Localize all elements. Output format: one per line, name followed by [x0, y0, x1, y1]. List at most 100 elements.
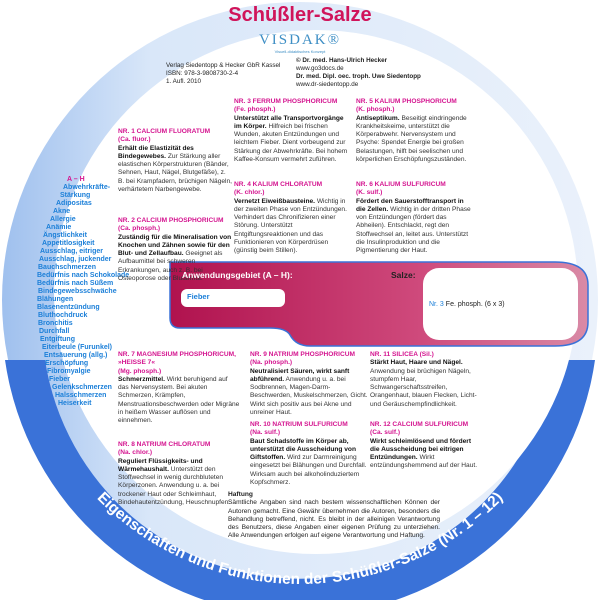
logo-tagline: Visuell-didaktisches Konzept	[274, 49, 326, 54]
salt-abbr: (K. phosph.)	[356, 106, 395, 114]
indication-item[interactable]: Bronchitis	[38, 320, 73, 327]
salt-block: NR. 3 FERRUM PHOSPHORICUM(Fe. phosph.)Un…	[234, 98, 352, 164]
author-info: © Dr. med. Hans-Ulrich Hecker www.go3doc…	[296, 57, 421, 89]
salt-lead: Zuständig für die Mineralisation von Kno…	[118, 233, 232, 258]
indication-field[interactable]: Fieber	[181, 289, 285, 307]
salt-title: NR. 5 KALIUM PHOSPHORICUM	[356, 98, 457, 105]
author-2-link[interactable]: www.dr-siedentopp.de	[296, 81, 359, 88]
result-text: Fe. phosph. (6 x 3)	[445, 300, 505, 308]
isbn: ISBN: 978-3-9808730-2-4	[166, 70, 239, 77]
salt-title: NR. 12 CALCIUM SULFURICUM	[370, 421, 469, 428]
indication-item[interactable]: Anämie	[46, 224, 72, 231]
salt-body: Anwendung u. a. bei Sodbrennen, Magen-Da…	[250, 375, 368, 417]
salt-title: NR. 4 KALIUM CHLORATUM	[234, 181, 323, 188]
salt-block: NR. 4 KALIUM CHLORATUM(K. chlor.)Vernetz…	[234, 181, 352, 256]
index-header: A – H	[67, 176, 85, 183]
indication-item[interactable]: Adipositas	[56, 200, 92, 207]
salt-block: NR. 1 CALCIUM FLUORATUM(Ca. fluor.)Erhäl…	[118, 128, 232, 194]
salt-body: Unterstützt den Stoffwechsel in wenig du…	[118, 465, 231, 507]
indication-item[interactable]: Ausschlag, eitriger	[40, 248, 104, 255]
salt-block: NR. 5 KALIUM PHOSPHORICUM(K. phosph.)Ant…	[356, 98, 472, 164]
indication-item[interactable]: Bedürfnis nach Süßem	[37, 280, 114, 287]
salt-block: NR. 2 CALCIUM PHOSPHORICUM(Ca. phosph.)Z…	[118, 217, 232, 283]
indication-item[interactable]: Erschöpfung	[45, 360, 89, 367]
salt-body: Beseitigt eindringende Krankheitskeime, …	[356, 114, 467, 164]
indication-item[interactable]: Abwehrkräfte-	[63, 184, 111, 191]
indication-label: Anwendungsgebiet (A – H):	[182, 270, 293, 280]
salt-abbr: (Fe. phosph.)	[234, 106, 276, 114]
indication-item[interactable]: Bindegewebsschwäche	[38, 288, 117, 295]
disclaimer-text: Sämtliche Angaben sind nach bestem wisse…	[228, 499, 440, 540]
visdak-logo: VISDAK®	[258, 32, 342, 48]
salt-abbr: (Mg. phosph.)	[118, 367, 162, 375]
salt-block: NR. 7 MAGNESIUM PHOSPHORICUM, »HEISSE 7«…	[118, 351, 240, 426]
indication-item[interactable]: Entgiftung	[40, 336, 75, 343]
salt-block: NR. 8 NATRIUM CHLORATUM(Na. chlor.)Regul…	[118, 441, 240, 507]
salt-abbr: (Ca. phosph.)	[118, 225, 161, 233]
salt-title: NR. 2 CALCIUM PHOSPHORICUM	[118, 217, 224, 224]
author-1-link[interactable]: www.go3docs.de	[296, 65, 344, 72]
indication-item[interactable]: Ausschlag, juckender	[39, 256, 112, 263]
salt-title: NR. 9 NATRIUM PHOSPHORICUM	[250, 351, 356, 358]
salt-title: NR. 8 NATRIUM CHLORATUM	[118, 441, 211, 448]
salt-block: NR. 12 CALCIUM SULFURICUM(Ca. sulf.)Wirk…	[370, 421, 482, 471]
indication-item[interactable]: Blähungen	[37, 296, 74, 303]
publisher-info: Verlag Siedentopp & Hecker GbR Kassel IS…	[166, 62, 280, 86]
salt-lead: Unterstützt alle Transportvorgänge im Kö…	[234, 114, 344, 130]
disclaimer: Haftung Sämtliche Angaben sind nach best…	[228, 491, 440, 541]
indication-item[interactable]: Stärkung	[60, 192, 91, 199]
page-title: Schüßler-Salze	[228, 4, 372, 26]
salt-lead: Vernetzt Eiweißbausteine.	[234, 197, 315, 205]
indication-item[interactable]: Bluthochdruck	[38, 312, 88, 319]
indication-item[interactable]: Eiterbeule (Furunkel)	[42, 344, 113, 351]
salt-body: Wird zur Darmreinigung eingesetzt bei Bl…	[250, 454, 367, 487]
salt-lead: Fördert den Sauerstofftransport in die Z…	[356, 197, 464, 213]
salze-label: Salze:	[391, 270, 416, 280]
salt-title: NR. 3 FERRUM PHOSPHORICUM	[234, 98, 338, 105]
salt-lead: Baut Schadstoffe im Körper ab, unterstüt…	[250, 437, 356, 462]
indication-item[interactable]: Bedürfnis nach Schokolade	[37, 272, 130, 279]
indication-item[interactable]: Akne	[53, 208, 71, 215]
indication-item[interactable]: Entsäuerung (allg.)	[44, 352, 108, 359]
salze-result: Nr. 3 Fe. phosph. (6 x 3)	[423, 268, 578, 340]
salt-lead: Stärkt Haut, Haare und Nägel.	[370, 359, 463, 367]
salt-abbr: (Ca. sulf.)	[370, 429, 401, 437]
salt-lead: Reguliert Flüssigkeits- und Wärmehaushal…	[118, 457, 203, 473]
salt-title: NR. 11 SILICEA (Sil.)	[370, 351, 434, 358]
salt-lead: Schmerzmittel.	[118, 375, 165, 383]
salt-abbr: (Na. sulf.)	[250, 429, 281, 437]
indication-item[interactable]: Blasenentzündung	[37, 304, 100, 311]
indication-item[interactable]: Appetitlosigkeit	[42, 240, 95, 247]
disclaimer-title: Haftung	[228, 491, 253, 498]
indication-item[interactable]: Gelenkschmerzen	[52, 384, 112, 391]
salt-title: NR. 6 KALIUM SULFURICUM	[356, 181, 446, 188]
author-2: Dr. med. Dipl. oec. troph. Uwe Siedentop…	[296, 73, 421, 80]
salt-lead: Wirkt schleimlösend und fördert die Auss…	[370, 437, 472, 462]
salt-abbr: (K. chlor.)	[234, 189, 265, 197]
salt-title: NR. 10 NATRIUM SULFURICUM	[250, 421, 348, 428]
salt-abbr: (Na. phosph.)	[250, 359, 293, 367]
salt-lead: Neutralisiert Säuren, wirkt sanft abführ…	[250, 367, 350, 383]
author-1: © Dr. med. Hans-Ulrich Hecker	[296, 57, 388, 64]
indication-item[interactable]: Heiserkeit	[58, 400, 92, 407]
indication-item[interactable]: Durchfall	[39, 328, 70, 335]
indication-item[interactable]: Fibromyalgie	[47, 368, 91, 375]
indication-item[interactable]: Allergie	[50, 216, 76, 223]
salt-body: Wirkt entzündungshemmend auf der Haut.	[370, 454, 478, 470]
salt-abbr: (K. sulf.)	[356, 189, 383, 197]
indication-item[interactable]: Halsschmerzen	[55, 392, 107, 399]
publisher-name: Verlag Siedentopp & Hecker GbR Kassel	[166, 62, 281, 69]
salt-body: Anwendung bei brüchigen Nägeln, stumpfem…	[370, 367, 477, 408]
indication-item[interactable]: Fieber	[49, 376, 71, 383]
salt-body: Wirkt beruhigend auf das Nervensystem. B…	[118, 375, 240, 425]
salt-body: Zur Stärkung aller elastischen Körperstr…	[118, 152, 232, 194]
title-arc-band	[5, 360, 595, 600]
edition: 1. Aufl. 2010	[166, 78, 202, 85]
salt-body: Wichtig in der dritten Phase von Entzünd…	[356, 205, 471, 255]
salt-body: Geeignet als Aufbaumittel bei schweren E…	[118, 250, 223, 283]
salt-lead: Erhält die Elastizität des Bindegewebes.	[118, 144, 194, 160]
indication-item[interactable]: Ängstlichkeit	[43, 232, 87, 239]
indication-item[interactable]: Bauchschmerzen	[38, 264, 96, 271]
salt-title: NR. 7 MAGNESIUM PHOSPHORICUM, »HEISSE 7«	[118, 351, 236, 367]
